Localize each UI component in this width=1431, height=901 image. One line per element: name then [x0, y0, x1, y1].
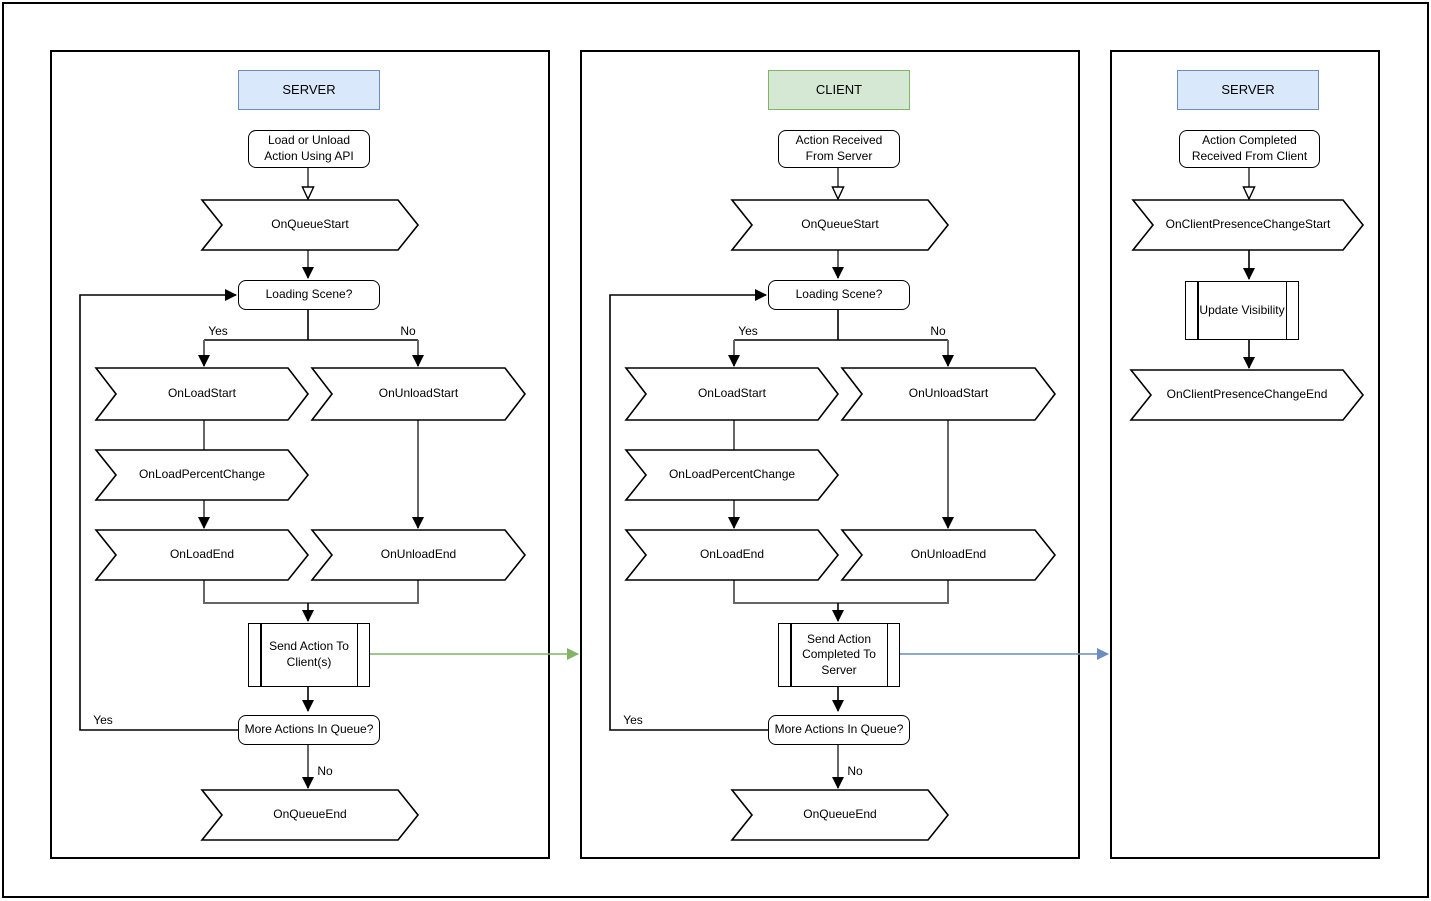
panel-server-right: [1110, 50, 1380, 859]
panel-server-left: [50, 50, 550, 859]
panel-client: [580, 50, 1080, 859]
